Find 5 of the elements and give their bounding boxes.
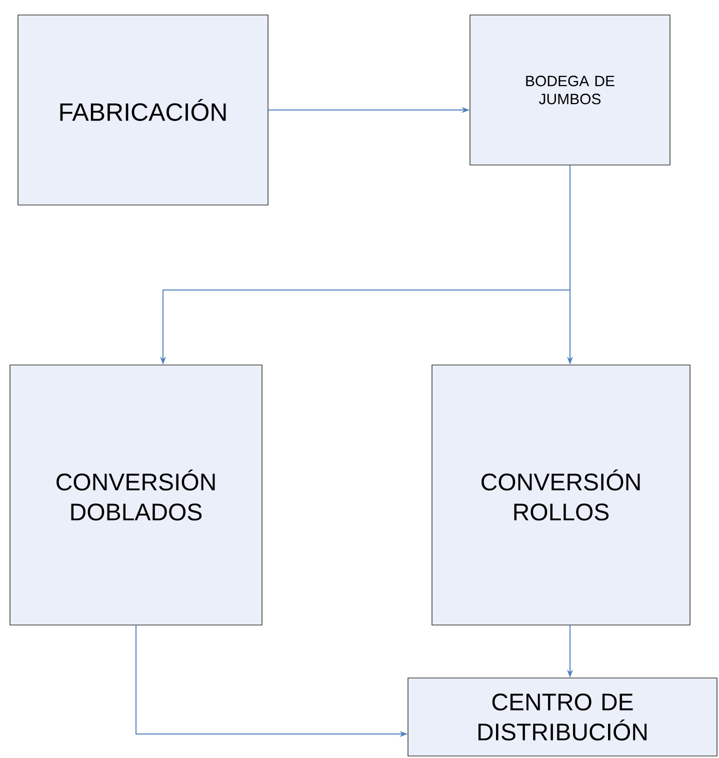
process-box: CONVERSIÓN ROLLOS bbox=[432, 364, 690, 626]
process-box: FABRICACIÓN bbox=[18, 14, 268, 206]
process-box: CENTRO DE DISTRIBUCIÓN bbox=[408, 678, 718, 756]
process-box: CONVERSIÓN DOBLADOS bbox=[10, 364, 262, 626]
process-box: BODEGA DE JUMBOS bbox=[470, 14, 670, 166]
